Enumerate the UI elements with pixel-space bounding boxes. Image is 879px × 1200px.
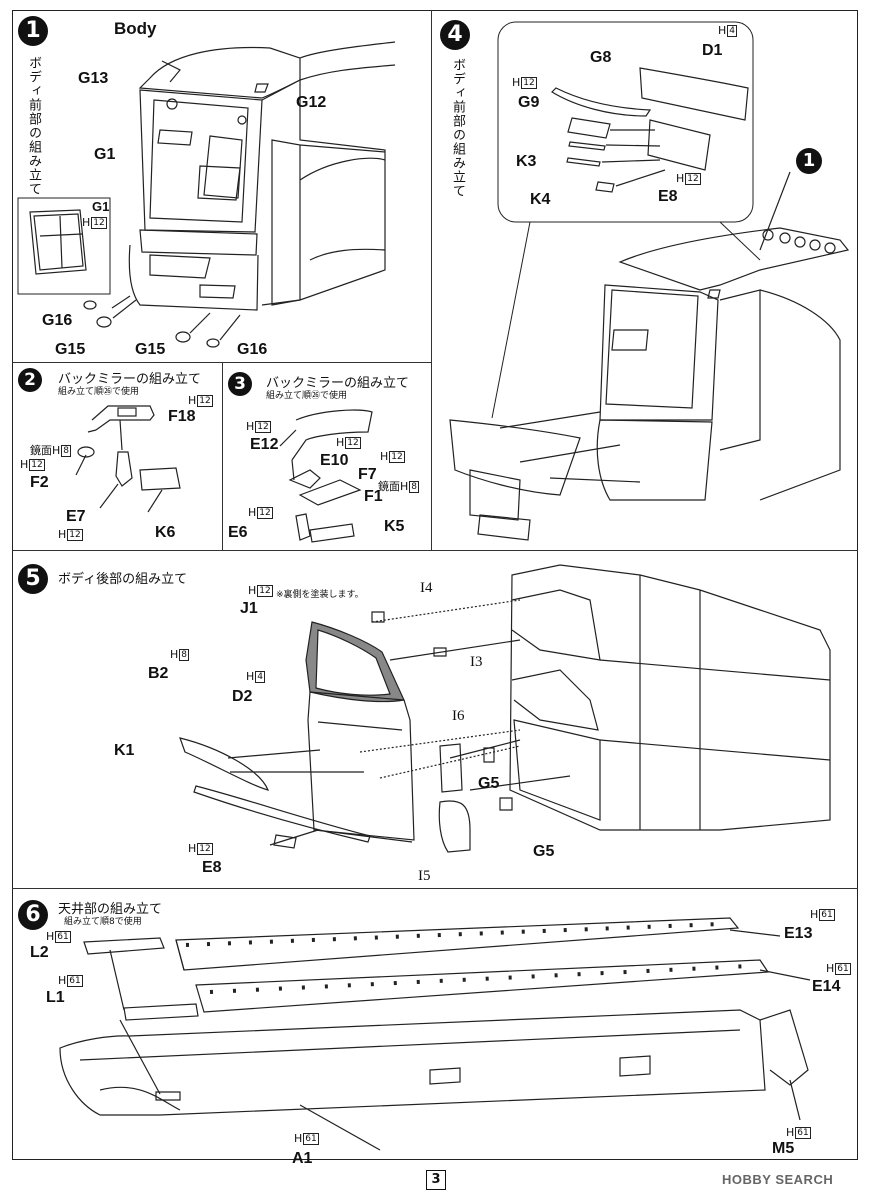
- part-label-m5: M5: [772, 1140, 795, 1157]
- part-label-a1: A1: [292, 1150, 313, 1167]
- part-label-d2: D2: [232, 688, 253, 705]
- part-label-e8-rear: E8: [202, 859, 222, 876]
- part-label-i4: I4: [420, 580, 433, 596]
- step4-title: ボディ前部の組み立て: [450, 58, 465, 198]
- page-frame: [12, 10, 858, 1160]
- step5-title: ボディ後部の組み立て: [58, 572, 188, 587]
- part-label-f18: F18: [168, 408, 196, 425]
- part-label-e10: E10: [320, 452, 349, 469]
- part-label-k1: K1: [114, 742, 135, 759]
- step-number-6: 6: [18, 900, 48, 930]
- step1-bus-front-drawing: [17, 41, 396, 348]
- inset-label-g1: G1: [92, 199, 110, 214]
- part-label-f7: F7: [358, 466, 377, 483]
- part-label-e7: E7: [66, 508, 86, 525]
- step4-front-drawing: [449, 21, 850, 541]
- part-label-body: Body: [114, 19, 157, 38]
- divider-middle: [12, 550, 858, 551]
- part-label-g15-right: G15: [135, 341, 166, 358]
- part-label-d1: D1: [702, 42, 723, 59]
- part-label-f1: F1: [364, 488, 383, 505]
- part-label-e12: E12: [250, 436, 279, 453]
- divider-step1-bottom: [12, 362, 431, 363]
- step2-title: バックミラーの組み立て: [58, 372, 202, 387]
- step1-title: ボディ前部の組み立て: [26, 56, 41, 196]
- part-label-i5: I5: [418, 868, 431, 884]
- step-number-5: 5: [18, 564, 48, 594]
- step6-subtitle: 組み立て順8で使用: [64, 917, 142, 927]
- part-label-g13: G13: [78, 70, 109, 87]
- part-label-i6: I6: [452, 708, 465, 724]
- part-label-g16-left: G16: [42, 312, 73, 329]
- part-label-g5-lower: G5: [533, 843, 555, 860]
- divider-top-vertical: [431, 10, 432, 550]
- step3-subtitle: 組み立て順㉖で使用: [266, 391, 348, 401]
- part-label-i3: I3: [470, 654, 483, 670]
- part-label-k5: K5: [384, 518, 405, 535]
- step3-mirror-drawing: [279, 409, 373, 543]
- part-label-e8: E8: [658, 188, 678, 205]
- part-label-e13: E13: [784, 925, 813, 942]
- step2-mirror-drawing: [75, 405, 181, 513]
- step-number-4: 4: [440, 20, 470, 50]
- page-number: 3: [426, 1170, 446, 1190]
- part-label-e14: E14: [812, 978, 841, 995]
- step5-rear-drawing: [179, 564, 831, 853]
- step5-back-paint-note: ※裏側を塗装します。: [276, 590, 364, 600]
- step-number-1: 1: [18, 16, 48, 46]
- step6-roof-drawing: [59, 917, 811, 1151]
- step-number-3: 3: [228, 372, 252, 396]
- part-label-g9: G9: [518, 94, 540, 111]
- part-label-g5-upper: G5: [478, 775, 500, 792]
- part-label-k3: K3: [516, 153, 537, 170]
- step-number-2: 2: [18, 368, 42, 392]
- part-label-f2: F2: [30, 474, 49, 491]
- step6-title: 天井部の組み立て: [58, 902, 163, 917]
- part-label-g12: G12: [296, 94, 327, 111]
- divider-lower: [12, 888, 858, 889]
- part-label-g16-right: G16: [237, 341, 268, 358]
- part-label-k6: K6: [155, 524, 176, 541]
- divider-step2-3: [222, 362, 223, 550]
- part-label-g8: G8: [590, 49, 612, 66]
- part-label-j1: J1: [240, 600, 258, 617]
- watermark: HOBBY SEARCH: [722, 1172, 834, 1187]
- step2-subtitle: 組み立て順㉖で使用: [58, 387, 140, 397]
- part-label-e6: E6: [228, 524, 248, 541]
- step4-ref-step-1: 1: [796, 148, 822, 174]
- step3-title: バックミラーの組み立て: [266, 376, 410, 391]
- part-label-g15-left: G15: [55, 341, 86, 358]
- part-label-l1: L1: [46, 989, 65, 1006]
- part-label-b2: B2: [148, 665, 169, 682]
- part-label-k4: K4: [530, 191, 551, 208]
- part-label-g1: G1: [94, 146, 116, 163]
- part-label-l2: L2: [30, 944, 49, 961]
